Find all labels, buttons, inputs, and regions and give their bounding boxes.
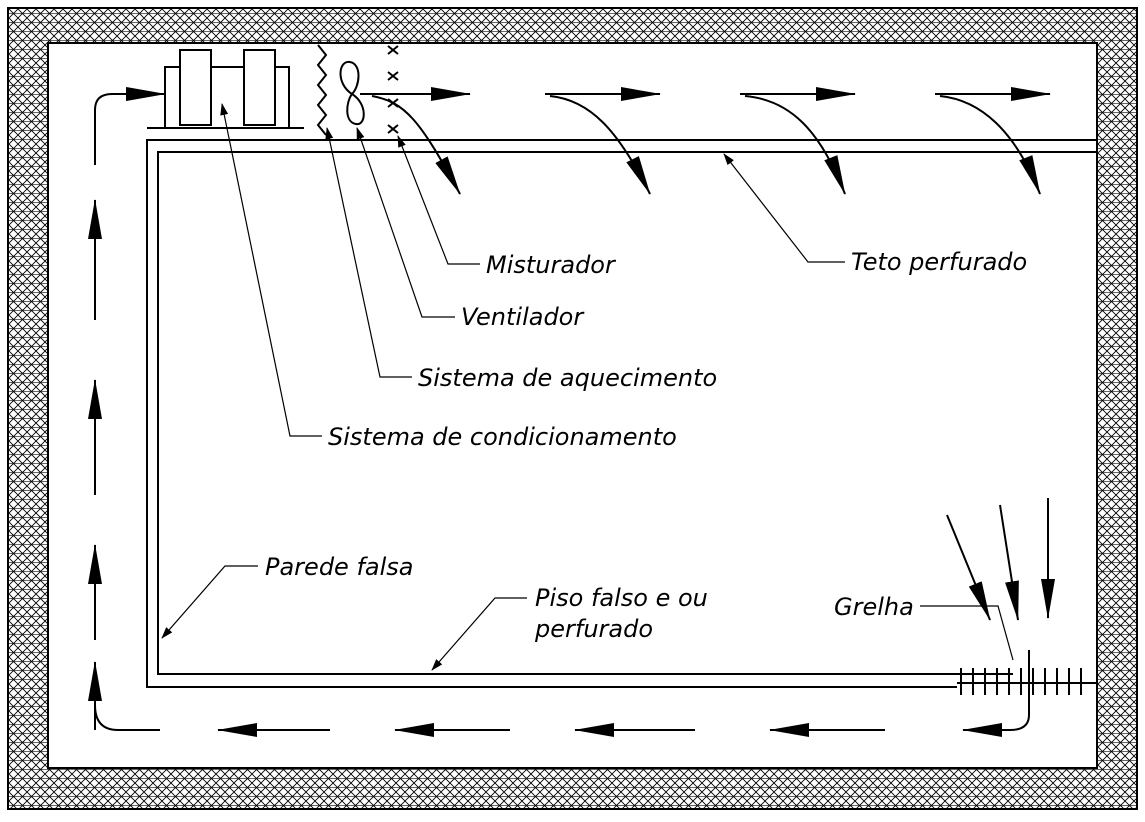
leader-sistema-condicionamento bbox=[220, 103, 322, 437]
leader-teto-perfurado bbox=[723, 153, 845, 263]
conditioning-unit bbox=[147, 49, 304, 129]
insulated-outer-wall bbox=[7, 7, 1138, 810]
airflow-arrow-down-1 bbox=[371, 95, 461, 195]
leader-grelha bbox=[920, 605, 1014, 661]
mixer-dampers bbox=[387, 45, 399, 134]
inner-room-outline bbox=[146, 139, 1097, 688]
leader-sistema-aquecimento bbox=[325, 127, 412, 378]
leader-misturador bbox=[397, 135, 480, 265]
label-grelha: Grelha bbox=[834, 593, 914, 621]
floor-grille bbox=[957, 650, 1097, 710]
label-sistema-condicionamento: Sistema de condicionamento bbox=[328, 423, 677, 451]
airflow-arrow-grille-2 bbox=[999, 504, 1019, 621]
heating-coil bbox=[316, 44, 328, 136]
label-piso-falso-line1: Piso falso e ou bbox=[535, 584, 708, 612]
airflow-arrows bbox=[88, 87, 1055, 737]
label-sistema-aquecimento: Sistema de aquecimento bbox=[418, 364, 717, 392]
airflow-arrow-down-4 bbox=[939, 95, 1041, 195]
leader-parede-falsa bbox=[161, 565, 258, 639]
airflow-arrow-bottom-corner bbox=[962, 700, 1030, 737]
airflow-arrow-grille-1 bbox=[946, 514, 991, 621]
airflow-corner-bottom-left bbox=[94, 704, 160, 731]
leader-piso-falso bbox=[431, 597, 527, 671]
airflow-arrow-down-2 bbox=[549, 95, 651, 195]
label-parede-falsa: Parede falsa bbox=[265, 553, 413, 581]
leader-lines bbox=[161, 103, 1014, 671]
label-teto-perfurado: Teto perfurado bbox=[851, 248, 1027, 276]
label-misturador: Misturador bbox=[486, 251, 617, 279]
labels: Misturador Ventilador Sistema de aquecim… bbox=[265, 248, 1027, 643]
label-piso-falso-line2: perfurado bbox=[534, 615, 653, 643]
airflow-arrow-down-3 bbox=[744, 95, 846, 195]
fan-icon bbox=[339, 60, 365, 126]
leader-ventilador bbox=[356, 127, 455, 318]
label-ventilador: Ventilador bbox=[461, 303, 585, 331]
airflow-arrow-left-top bbox=[94, 87, 166, 165]
